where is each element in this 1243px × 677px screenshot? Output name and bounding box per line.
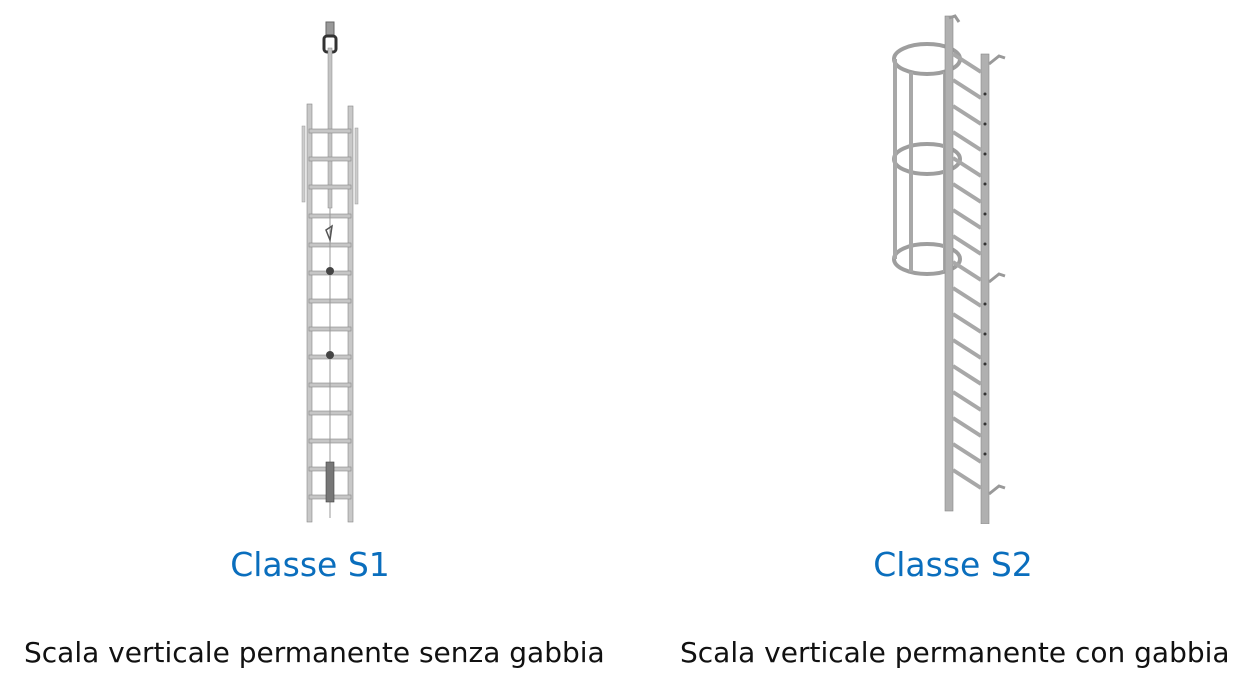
class-s1-title: Classe S1	[230, 545, 390, 584]
class-s2-caption: Scala verticale permanente con gabbia	[680, 636, 1230, 669]
ladder-s1-image	[290, 18, 370, 528]
class-s1-caption: Scala verticale permanente senza gabbia	[24, 636, 605, 669]
class-s2-title: Classe S2	[873, 545, 1033, 584]
ladder-s2-image	[885, 14, 1025, 525]
